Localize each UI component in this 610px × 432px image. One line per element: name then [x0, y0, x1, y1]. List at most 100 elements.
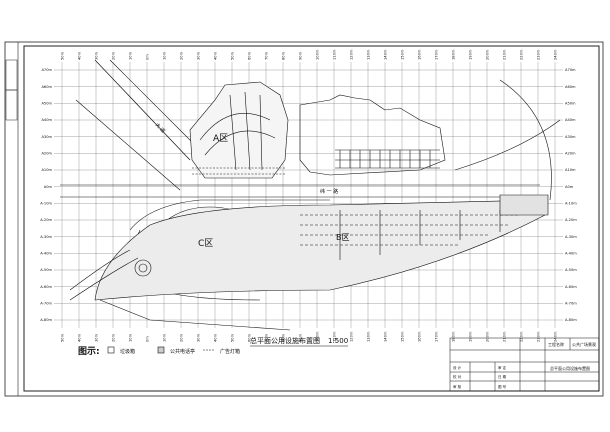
grid-label: A30m — [565, 135, 576, 139]
grid-label: 180m — [451, 49, 455, 60]
grid-label: 240m — [553, 49, 557, 60]
grid-label: 130m — [366, 331, 370, 342]
title-block-project-name: 公共广场景观 — [572, 341, 596, 347]
grid-label: 120m — [349, 49, 353, 60]
grid-label: A-70m — [40, 302, 52, 306]
grid-label: 140m — [383, 331, 387, 342]
grid-label: 100m — [315, 331, 319, 342]
grid-label: 20m — [111, 51, 115, 60]
grid-label: 220m — [519, 331, 523, 342]
zone-a-label: A区 — [213, 133, 228, 144]
grid-label: 200m — [485, 331, 489, 342]
grid-label: A-80m — [565, 318, 577, 322]
grid-label: 230m — [536, 331, 540, 342]
grid-label: 40m — [77, 333, 81, 342]
diagonal-road-label: 大 道 — [154, 121, 167, 134]
grid-label: 30m — [196, 51, 200, 60]
grid-label: 90m — [298, 51, 302, 60]
grid-label: 20m — [179, 51, 183, 60]
grid-label: A-80m — [40, 318, 52, 322]
grid-label: A60m — [41, 85, 52, 89]
grid-label: 200m — [485, 49, 489, 60]
grid-label: 230m — [536, 49, 540, 60]
grid-label: A40m — [41, 118, 52, 122]
grid-label: 40m — [213, 51, 217, 60]
grid-label: 10m — [162, 51, 166, 60]
grid-label: 170m — [434, 49, 438, 60]
grid-label: A-10m — [565, 202, 577, 206]
grid-label: 170m — [434, 331, 438, 342]
inner-frame — [23, 45, 600, 392]
main-road-label: 纬 一 路 — [320, 188, 338, 195]
grid-label: A10m — [565, 168, 576, 172]
grid-label: A-20m — [565, 218, 577, 222]
square-icon — [107, 346, 115, 354]
grid-label: A20m — [41, 152, 52, 156]
outer-frame — [4, 41, 604, 397]
grid-label: A30m — [41, 135, 52, 139]
title-block — [449, 337, 600, 392]
grid-label: 0m — [145, 336, 149, 342]
grid-label: 50m — [60, 333, 64, 342]
grid-label: A-60m — [565, 285, 577, 289]
grid-left-labels: A70mA60mA50mA40mA30mA20mA10mA0mA-10mA-20… — [40, 68, 52, 322]
grid-label: 60m — [247, 51, 251, 60]
grid-label: 50m — [60, 51, 64, 60]
grid-label: A70m — [41, 68, 52, 72]
grid-label: 140m — [383, 49, 387, 60]
grid-label: 220m — [519, 49, 523, 60]
tb-field-3: 审 定 — [498, 365, 507, 370]
grid-label: A10m — [41, 168, 52, 172]
tb-field-2: 审 核 — [453, 384, 462, 389]
grid-label: 10m — [162, 333, 166, 342]
grid-label: 20m — [111, 333, 115, 342]
legend: 图示: 垃圾箱 公共电话亭 广告灯箱 — [78, 346, 240, 357]
grid-label: A50m — [565, 102, 576, 106]
grid-label: 50m — [230, 51, 234, 60]
grid-label: A-50m — [40, 268, 52, 272]
grid-label: 180m — [451, 331, 455, 342]
grid-label: A-70m — [565, 302, 577, 306]
grid-label: 30m — [94, 51, 98, 60]
grid-label: 150m — [400, 331, 404, 342]
grid-label: A-50m — [565, 268, 577, 272]
tb-field-0: 设 计 — [453, 365, 462, 370]
zone-b-label: B区 — [336, 233, 350, 242]
drawing-scale: 1:500 — [328, 337, 348, 345]
grid-right-labels: A70mA60mA50mA40mA30mA20mA10mA0mA-10mA-20… — [565, 68, 577, 322]
grid-label: A-20m — [40, 218, 52, 222]
grid-label: 160m — [417, 49, 421, 60]
grid-label: 160m — [417, 331, 421, 342]
grid-label: 110m — [332, 49, 336, 60]
grid-label: A40m — [565, 118, 576, 122]
grid-label: 190m — [468, 331, 472, 342]
grid-label: 190m — [468, 49, 472, 60]
grid-label: A-40m — [565, 252, 577, 256]
grid-label: A-60m — [40, 285, 52, 289]
grid-label: A-30m — [40, 235, 52, 239]
grid-label: 130m — [366, 49, 370, 60]
tb-field-5: 图 号 — [498, 384, 507, 389]
legend-item-2: 广告灯箱 — [220, 348, 240, 355]
square-marker-icon — [157, 346, 165, 354]
grid-label: 50m — [230, 333, 234, 342]
title-block-drawing-name: 总平面公用设施布置图 — [550, 365, 590, 371]
grid-label: A-10m — [40, 202, 52, 206]
legend-heading: 图示: — [78, 346, 100, 357]
grid-label: 110m — [332, 331, 336, 342]
grid-label: 210m — [502, 49, 506, 60]
grid-label: A70m — [565, 68, 576, 72]
grid-label: 100m — [315, 49, 319, 60]
grid-label: A-40m — [40, 252, 52, 256]
tb-field-4: 日 期 — [498, 374, 507, 379]
grid-label: 40m — [213, 333, 217, 342]
grid-label: 70m — [264, 333, 268, 342]
grid-label: 0m — [145, 54, 149, 60]
title-block-project-label: 工程名称 — [548, 341, 564, 347]
grid-label: 240m — [553, 331, 557, 342]
grid-label: 10m — [128, 333, 132, 342]
legend-item-0: 垃圾箱 — [120, 348, 135, 355]
legend-item-1: 公共电话亭 — [170, 348, 195, 355]
